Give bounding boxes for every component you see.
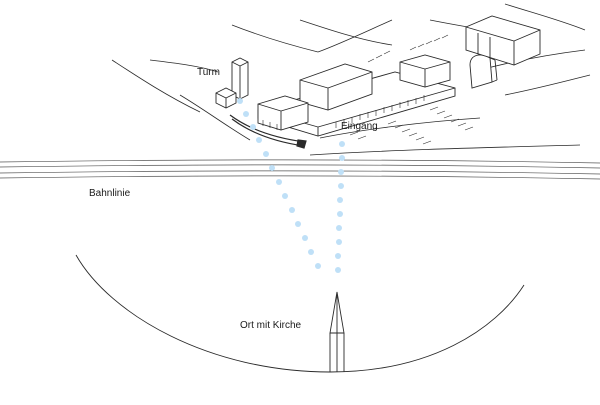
warehouse-building (465, 15, 541, 66)
access-road (309, 117, 581, 156)
curved-roof-building (469, 54, 498, 89)
small-house (215, 87, 237, 109)
parking-lots (349, 34, 474, 145)
tower-label: Turm (197, 67, 220, 78)
railway-label: Bahnlinie (89, 188, 131, 199)
sightline-to-entrance (335, 141, 345, 273)
tower-building (231, 57, 249, 100)
entrance-label: Eingang (341, 121, 378, 132)
platform-canopy (229, 114, 307, 149)
facade-windows (262, 95, 425, 130)
railway-tracks (0, 159, 600, 180)
view-circle-arc (75, 254, 525, 373)
sightline-to-tower (237, 98, 321, 269)
church-spire (329, 291, 345, 372)
main-building (257, 54, 456, 137)
village-label: Ort mit Kirche (240, 320, 302, 331)
